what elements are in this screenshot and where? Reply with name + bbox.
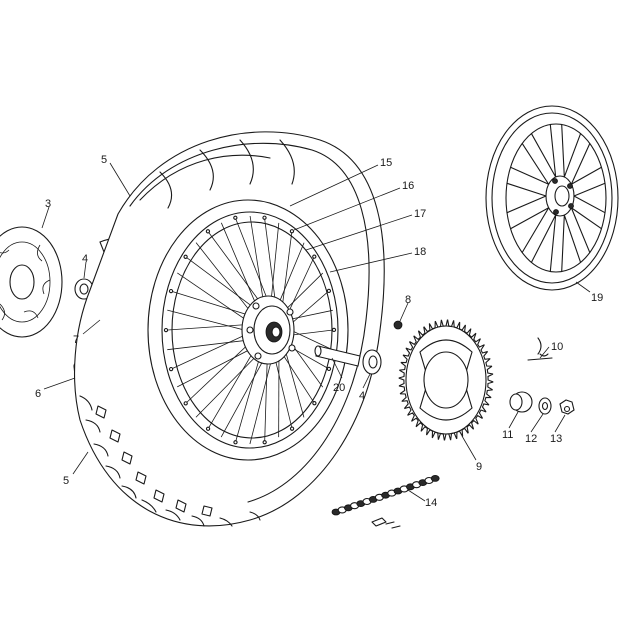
spoke-nipple (262, 215, 267, 220)
alloy-spoke (530, 214, 557, 273)
spacer-right (362, 349, 382, 375)
callout-nut: 13 (550, 433, 562, 445)
alloy-spoke (530, 123, 557, 178)
alloy-spoke (561, 123, 582, 178)
leader-lines (41, 162, 591, 502)
callout-sprocket-screw: 8 (405, 294, 411, 306)
callout-hub: 17 (414, 208, 426, 220)
spoke-nipple (312, 254, 317, 259)
callout-cotter-pin: 10 (551, 341, 563, 353)
alloy-spoke (506, 182, 547, 214)
spoke-nipple (326, 366, 332, 372)
alloy-spoke (509, 142, 550, 185)
nut (559, 399, 575, 415)
spoke-nipple (205, 229, 211, 234)
alloy-spoke (570, 142, 603, 185)
spoke-nipple (168, 366, 174, 372)
callout-labels: 5 3 4 7 6 5 15 16 17 18 8 20 4 9 10 11 1… (35, 154, 603, 509)
tyre-tread (79, 395, 261, 527)
spoke-nipple (183, 254, 188, 259)
spoke-nipple (205, 426, 211, 431)
chain-link (371, 517, 401, 529)
chain-link (430, 474, 440, 482)
spoke-nipple (233, 440, 238, 445)
spoke-nipple (168, 288, 174, 294)
alloy-spoke (573, 182, 606, 214)
spoke-nipple (289, 229, 295, 234)
callout-rim: 18 (414, 246, 426, 258)
callout-washer: 12 (525, 433, 537, 445)
spacer-11 (509, 391, 533, 413)
callout-nipple: 16 (402, 180, 414, 192)
spoke (167, 309, 257, 334)
spoke-nipple (233, 215, 238, 220)
wheel-spindle (314, 345, 361, 367)
alloy-wheel (485, 105, 619, 291)
alloy-spoke (509, 207, 550, 254)
callout-spacer-left: 4 (82, 253, 88, 265)
callout-rear-tyre-lower: 5 (63, 475, 69, 487)
callout-spoke: 15 (380, 157, 392, 169)
drive-chain (331, 474, 440, 516)
callout-rim-tape-upper: 7 (73, 334, 79, 346)
cotter-pin (527, 337, 553, 361)
spoke-nipple (262, 440, 267, 445)
callout-spacer-11: 11 (502, 429, 513, 441)
spoke-nipple (289, 426, 295, 431)
spoke-nipple (312, 401, 317, 406)
spoke-nipple (163, 327, 169, 333)
callout-spacer-right: 4 (359, 390, 365, 402)
hub (241, 295, 296, 365)
callout-wheel-spindle: 20 (333, 382, 345, 394)
spoke (170, 329, 257, 370)
spoke-nipple (183, 401, 188, 406)
sprocket (398, 319, 494, 441)
spoke (165, 323, 257, 331)
spoke-nipple (331, 327, 337, 333)
spoke-nipple (326, 288, 332, 294)
sprocket-screw (393, 320, 403, 330)
callout-alloy-wheel: 19 (591, 292, 603, 304)
washer (538, 397, 552, 415)
callout-brake-disc: 3 (45, 198, 51, 210)
alloy-spoke (561, 214, 582, 273)
brake-disc (0, 226, 63, 338)
callout-rim-tape-lower: 6 (35, 388, 41, 400)
callout-rear-tyre-upper: 5 (101, 154, 107, 166)
alloy-spoke (570, 207, 603, 254)
callout-chain: 14 (425, 497, 437, 509)
callout-sprocket: 9 (476, 461, 482, 473)
